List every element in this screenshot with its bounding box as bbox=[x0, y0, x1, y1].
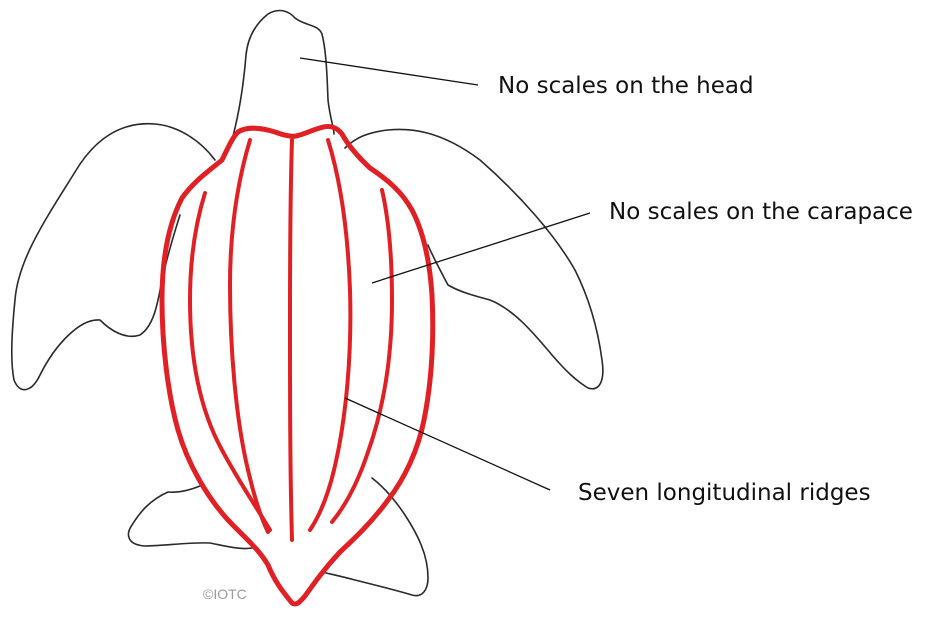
leader-line-ridges bbox=[345, 398, 550, 490]
ridge-4 bbox=[310, 140, 350, 530]
label-seven-ridges: Seven longitudinal ridges bbox=[578, 482, 871, 505]
ridge-3 bbox=[290, 140, 292, 540]
leader-line-carapace bbox=[372, 213, 590, 283]
label-carapace-no-scales: No scales on the carapace bbox=[609, 201, 913, 224]
right-hind-flipper-outline bbox=[322, 478, 428, 596]
carapace bbox=[162, 126, 433, 604]
left-hind-flipper-outline bbox=[128, 486, 252, 549]
left-front-flipper-outline bbox=[12, 124, 215, 390]
ridge-5 bbox=[332, 190, 392, 522]
copyright-watermark: ©IOTC bbox=[203, 587, 247, 601]
head-outline bbox=[232, 11, 334, 140]
right-front-flipper-outline bbox=[345, 129, 603, 388]
label-head-no-scales: No scales on the head bbox=[498, 75, 754, 98]
